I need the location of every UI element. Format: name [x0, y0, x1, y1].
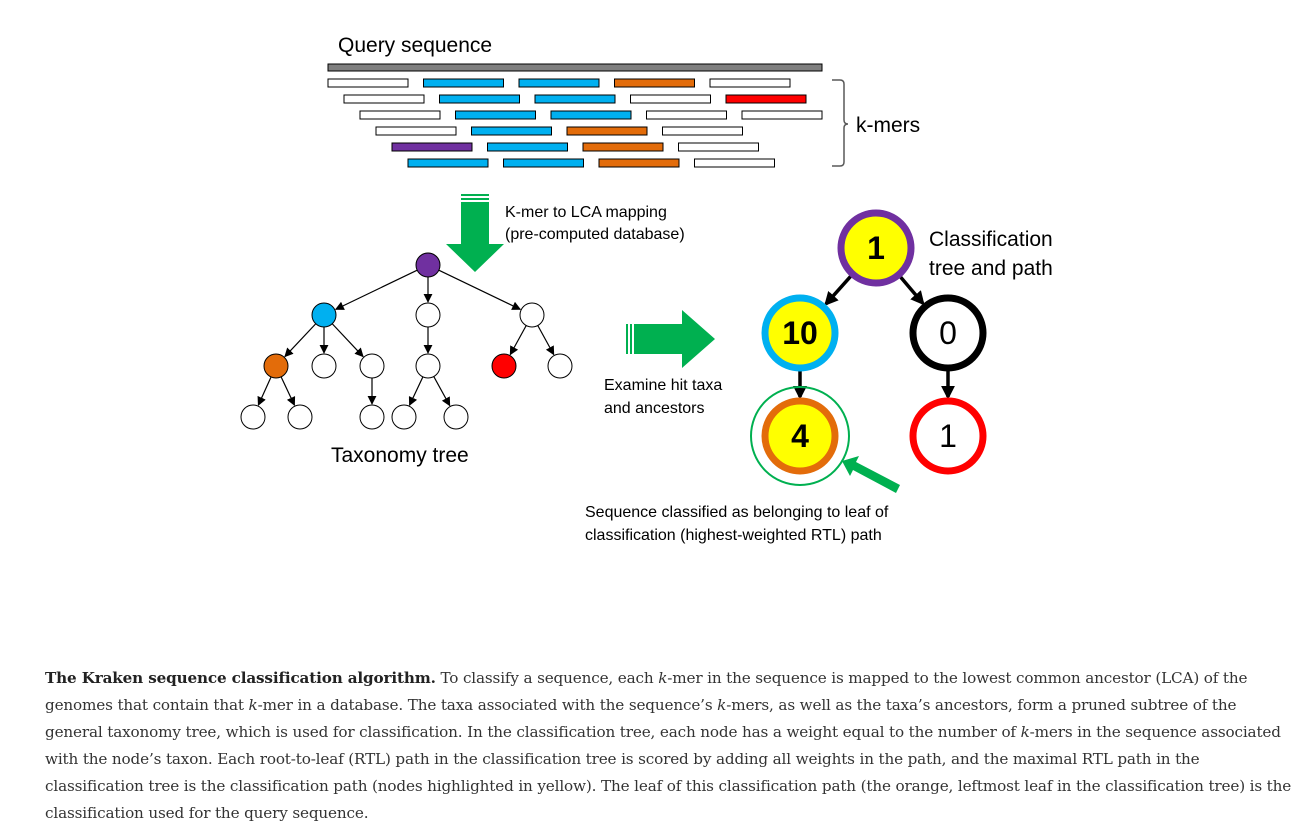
kmer-blue [534, 94, 616, 104]
kmer-blue [455, 110, 536, 120]
taxonomy-tree-edges [257, 269, 555, 407]
kmer-orange [598, 158, 680, 168]
caption-title: The Kraken sequence classification algor… [45, 669, 436, 687]
kmer-white [694, 158, 775, 168]
kmer-blue [471, 126, 552, 136]
taxonomy-node-white [415, 353, 441, 379]
kmer-blue [423, 78, 504, 88]
caption-italic-k: k [1020, 723, 1030, 741]
kmer-white [630, 94, 711, 104]
kmer-red [725, 94, 807, 104]
examine-label-line2: and ancestors [604, 400, 705, 417]
classification-tree-nodes: 1 10 0 4 1 [761, 209, 987, 475]
selected-leaf-highlight-ring [750, 386, 850, 486]
green-right-arrow-icon [626, 310, 715, 368]
classification-label-line1: Classification [929, 228, 1053, 251]
result-label-line2: classification (highest-weighted RTL) pa… [585, 527, 882, 544]
classification-node-black: 0 [909, 294, 987, 372]
taxonomy-node-white [547, 353, 573, 379]
kmer-blue [487, 142, 568, 152]
taxonomy-edge [509, 325, 527, 356]
kmer-white [741, 110, 823, 120]
kmer-rows [327, 78, 823, 168]
kmer-white [343, 94, 425, 104]
kmers-label: k-mers [856, 114, 920, 137]
taxonomy-tree-nodes [240, 252, 573, 430]
caption-text: -mers in the sequence associated with th… [45, 723, 1292, 822]
taxonomy-edge [280, 376, 296, 407]
kmer-white [678, 142, 759, 152]
taxonomy-node-white [443, 404, 469, 430]
taxonomy-node-orange [263, 353, 289, 379]
taxonomy-node-white [287, 404, 313, 430]
node-weight: 1 [939, 418, 957, 454]
examine-label-line1: Examine hit taxa [604, 377, 722, 394]
classification-edge [899, 275, 925, 306]
kmer-blue [407, 158, 489, 168]
taxonomy-node-blue [311, 302, 337, 328]
kmer-white [662, 126, 743, 136]
kmer-white [375, 126, 457, 136]
taxonomy-edge [334, 269, 418, 310]
green-down-arrow-icon [446, 194, 504, 272]
taxonomy-node-white [519, 302, 545, 328]
kmer-purple [391, 142, 473, 152]
taxonomy-node-white [415, 302, 441, 328]
taxonomy-edge [331, 323, 364, 358]
caption-italic-k: k [658, 669, 668, 687]
result-label-line1: Sequence classified as belonging to leaf… [585, 504, 889, 521]
kmers-bracket [832, 79, 849, 167]
classification-node-orange: 4 [761, 397, 839, 475]
taxonomy-node-purple [415, 252, 441, 278]
taxonomy-edge [537, 325, 555, 356]
classification-label-line2: tree and path [929, 257, 1053, 280]
kmer-orange [566, 126, 648, 136]
node-weight: 1 [867, 230, 885, 266]
kmer-white [646, 110, 727, 120]
caption-text: -mers, as well as the taxa’s ancestors, … [45, 696, 1237, 741]
kmer-white [709, 78, 791, 88]
classification-edge [824, 275, 852, 307]
kraken-diagram: Query sequence k-mers K-mer to LCA mappi… [240, 34, 1053, 544]
kmer-white [327, 78, 409, 88]
node-weight: 0 [939, 315, 957, 351]
node-weight: 10 [782, 315, 818, 351]
query-sequence-bar [327, 63, 823, 72]
caption-text: -mer in the sequence is mapped to the lo… [45, 669, 1248, 714]
caption-italic-k: k [717, 696, 727, 714]
query-sequence-label: Query sequence [338, 34, 492, 57]
caption-text: To classify a sequence, each [435, 669, 659, 687]
caption-text: -mer in a database. The taxa associated … [257, 696, 718, 714]
taxonomy-node-white [311, 353, 337, 379]
taxonomy-edge [438, 269, 522, 310]
classification-node-blue: 10 [761, 294, 839, 372]
taxonomy-node-white [359, 353, 385, 379]
taxonomy-node-white [359, 404, 385, 430]
taxonomy-tree-label: Taxonomy tree [331, 444, 469, 467]
figure-caption: The Kraken sequence classification algor… [45, 665, 1295, 827]
kmer-orange [582, 142, 664, 152]
kmer-blue [439, 94, 520, 104]
mapping-label-line2: (pre-computed database) [505, 226, 685, 243]
kmer-blue [518, 78, 600, 88]
taxonomy-edge [433, 376, 451, 407]
caption-italic-k: k [248, 696, 258, 714]
kmer-white [359, 110, 441, 120]
taxonomy-node-red [491, 353, 517, 379]
classification-node-purple: 1 [837, 209, 915, 287]
kmer-orange [614, 78, 695, 88]
taxonomy-edge [257, 376, 272, 406]
taxonomy-edge [408, 376, 424, 407]
taxonomy-node-white [240, 404, 266, 430]
classification-node-red: 1 [909, 397, 987, 475]
caption-body: To classify a sequence, each k-mer in th… [45, 669, 1291, 822]
taxonomy-node-white [391, 404, 417, 430]
node-weight: 4 [791, 418, 809, 454]
classification-tree-edges [793, 275, 955, 400]
kmer-blue [503, 158, 584, 168]
taxonomy-edge [284, 323, 317, 358]
green-pointer-arrow-icon [842, 456, 900, 493]
kmer-blue [550, 110, 632, 120]
mapping-label-line1: K-mer to LCA mapping [505, 204, 667, 221]
